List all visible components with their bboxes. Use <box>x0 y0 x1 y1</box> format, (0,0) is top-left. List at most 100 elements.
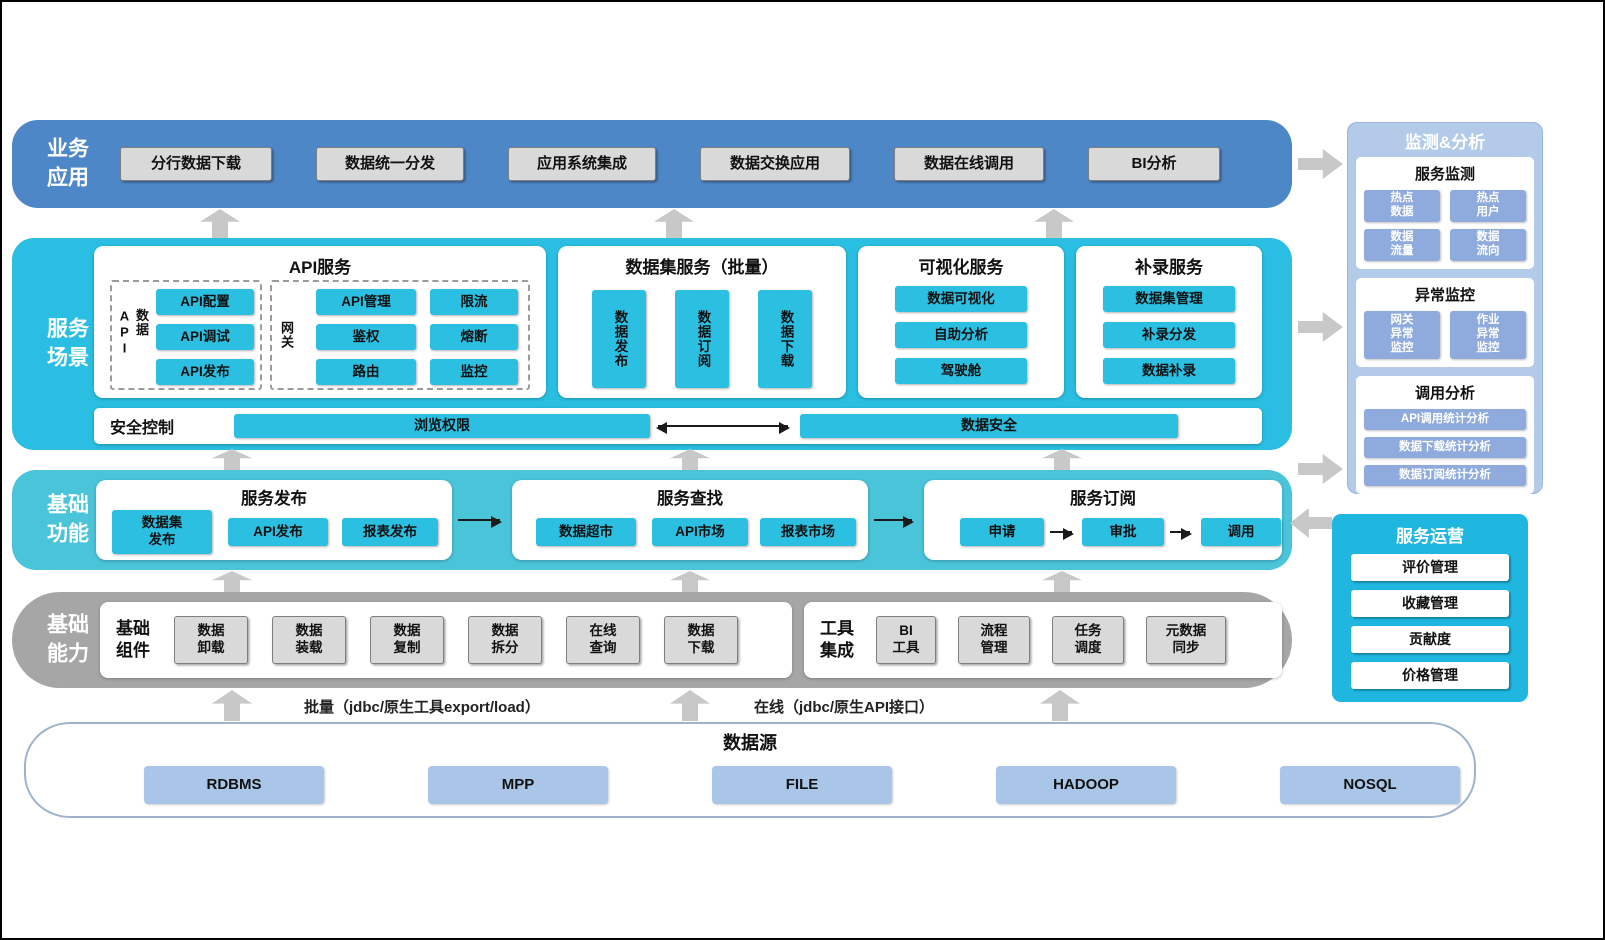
arrow-up-icon <box>670 690 710 721</box>
group-service-publish-title: 服务发布 <box>241 490 307 508</box>
node-data-mart: 数据超市 <box>536 518 636 546</box>
arrow-right-icon <box>1298 149 1343 179</box>
node-api-debug: API调试 <box>156 324 254 350</box>
node-api-publish-fn: API发布 <box>228 518 328 546</box>
node-gateway-exception-monitor: 网关 异常 监控 <box>1364 311 1440 359</box>
group-dataset-service-title: 数据集服务（批量） <box>625 258 779 277</box>
node-authentication: 鉴权 <box>316 324 416 350</box>
node-dataset-publish: 数据集 发布 <box>112 510 212 554</box>
node-rdbms: RDBMS <box>144 766 324 804</box>
node-data-flow: 数据 流向 <box>1450 229 1526 261</box>
group-gateway-label: 网关 <box>279 321 294 349</box>
node-rating-management: 评价管理 <box>1351 554 1509 581</box>
node-data-online-call: 数据在线调用 <box>894 147 1044 181</box>
double-arrow-icon <box>656 422 790 434</box>
node-favorites-management: 收藏管理 <box>1351 590 1509 617</box>
gateway-items: API管理 限流 鉴权 熔断 路由 监控 <box>316 289 518 385</box>
node-self-service-analysis: 自助分析 <box>895 322 1027 348</box>
node-data-unified-distribution: 数据统一分发 <box>316 147 464 181</box>
arrow-up-icon <box>1040 690 1080 721</box>
arrow-up-icon <box>654 209 694 238</box>
business-items-row: 分行数据下载 数据统一分发 应用系统集成 数据交换应用 数据在线调用 BI分析 <box>120 120 1278 208</box>
group-data-api-label: 数据API <box>117 308 149 357</box>
node-data-security: 数据安全 <box>800 414 1178 438</box>
band-basic-capability: 基础 能力 基础 组件 数据 卸载 数据 装载 数据 复制 数据 拆分 在线 查… <box>12 592 1292 688</box>
node-mpp: MPP <box>428 766 608 804</box>
node-apply: 申请 <box>960 518 1044 546</box>
node-report-publish: 报表发布 <box>342 518 438 546</box>
panel-monitoring-analysis: 监测&分析 服务监测 热点 数据 热点 用户 数据 流量 数据 流向 异常监控 … <box>1347 122 1543 494</box>
node-dashboard: 驾驶舱 <box>895 358 1027 384</box>
group-data-api: 数据API API配置 API调试 API发布 <box>110 280 262 390</box>
flow-arrow-icon <box>1170 528 1192 540</box>
data-sources-title: 数据源 <box>723 733 777 753</box>
node-pricing-management: 价格管理 <box>1351 662 1509 689</box>
node-data-unload: 数据 卸载 <box>174 616 248 664</box>
band-business-apps: 业务 应用 分行数据下载 数据统一分发 应用系统集成 数据交换应用 数据在线调用… <box>12 120 1292 208</box>
node-bi-tool: BI 工具 <box>876 616 936 664</box>
node-job-exception-monitor: 作业 异常 监控 <box>1450 311 1526 359</box>
node-api-market: API市场 <box>652 518 748 546</box>
exception-monitoring-items: 网关 异常 监控 作业 异常 监控 <box>1364 311 1526 359</box>
node-data-exchange-app: 数据交换应用 <box>700 147 850 181</box>
group-service-publish: 服务发布 数据集 发布 API发布 报表发布 <box>96 480 452 560</box>
batch-connection-label: 批量（jdbc/原生工具export/load） <box>304 699 540 716</box>
node-data-subscribe: 数据订阅 <box>675 290 729 388</box>
node-hadoop: HADOOP <box>996 766 1176 804</box>
arrow-up-icon <box>212 571 252 592</box>
data-api-items: API配置 API调试 API发布 <box>156 289 254 385</box>
panel-service-operation: 服务运营 评价管理 收藏管理 贡献度 价格管理 <box>1332 514 1528 702</box>
group-supplement-service: 补录服务 数据集管理 补录分发 数据补录 <box>1076 246 1262 398</box>
group-service-subscribe-title: 服务订阅 <box>1070 490 1136 508</box>
node-browse-permission: 浏览权限 <box>234 414 650 438</box>
section-call-analysis-title: 调用分析 <box>1414 385 1475 402</box>
node-data-download-comp: 数据 下载 <box>664 616 738 664</box>
group-dataset-service: 数据集服务（批量） 数据发布 数据订阅 数据下载 <box>558 246 846 398</box>
band-business-label: 业务 应用 <box>47 137 89 190</box>
node-data-copy: 数据 复制 <box>370 616 444 664</box>
node-contribution: 贡献度 <box>1351 626 1509 653</box>
group-service-search-title: 服务查找 <box>657 490 723 508</box>
arrow-up-icon <box>670 449 710 470</box>
node-bi-analysis: BI分析 <box>1088 147 1220 181</box>
flow-arrow-icon <box>458 516 502 528</box>
flow-arrow-icon <box>874 516 914 528</box>
node-monitoring: 监控 <box>430 359 518 385</box>
node-hot-data: 热点 数据 <box>1364 190 1440 222</box>
node-data-download: 数据下载 <box>758 290 812 388</box>
arrow-up-icon <box>200 209 240 238</box>
node-data-supplement: 数据补录 <box>1103 358 1235 384</box>
arrow-up-icon <box>670 571 710 592</box>
node-online-query: 在线 查询 <box>566 616 640 664</box>
service-monitoring-items: 热点 数据 热点 用户 数据 流量 数据 流向 <box>1364 190 1526 261</box>
band-service-scenario: 服务 场景 API服务 数据API API配置 API调试 API发布 网关 A… <box>12 238 1292 450</box>
node-process-management: 流程 管理 <box>958 616 1030 664</box>
panel-service-operation-title: 服务运营 <box>1396 526 1464 546</box>
band-foundation-label: 基础 功能 <box>47 493 89 546</box>
arrow-up-icon <box>1042 449 1082 470</box>
node-api-config: API配置 <box>156 289 254 315</box>
node-data-traffic: 数据 流量 <box>1364 229 1440 261</box>
node-api-management: API管理 <box>316 289 416 315</box>
arrow-right-icon <box>1298 312 1343 342</box>
node-data-visualization: 数据可视化 <box>895 286 1027 312</box>
band-capability-label: 基础 能力 <box>47 613 89 666</box>
node-metadata-sync: 元数据 同步 <box>1146 616 1226 664</box>
node-rate-limit: 限流 <box>430 289 518 315</box>
security-control-label: 安全控制 <box>110 420 175 437</box>
group-api-service-title: API服务 <box>288 258 352 277</box>
section-service-monitoring: 服务监测 热点 数据 热点 用户 数据 流量 数据 流向 <box>1356 157 1534 269</box>
group-gateway: 网关 API管理 限流 鉴权 熔断 路由 监控 <box>270 280 530 390</box>
group-tool-integration: 工具 集成 BI 工具 流程 管理 任务 调度 元数据 同步 <box>804 602 1282 678</box>
node-invoke: 调用 <box>1201 518 1281 546</box>
group-tool-integration-label: 工具 集成 <box>820 618 854 660</box>
section-exception-monitoring-title: 异常监控 <box>1414 287 1475 304</box>
arrow-up-icon <box>1042 571 1082 592</box>
node-app-system-integration: 应用系统集成 <box>508 147 656 181</box>
node-dataset-management: 数据集管理 <box>1103 286 1235 312</box>
node-data-subscribe-stats: 数据订阅统计分析 <box>1364 465 1526 486</box>
group-basic-components-label: 基础 组件 <box>116 618 150 660</box>
node-data-load: 数据 装载 <box>272 616 346 664</box>
section-service-monitoring-title: 服务监测 <box>1414 166 1475 183</box>
